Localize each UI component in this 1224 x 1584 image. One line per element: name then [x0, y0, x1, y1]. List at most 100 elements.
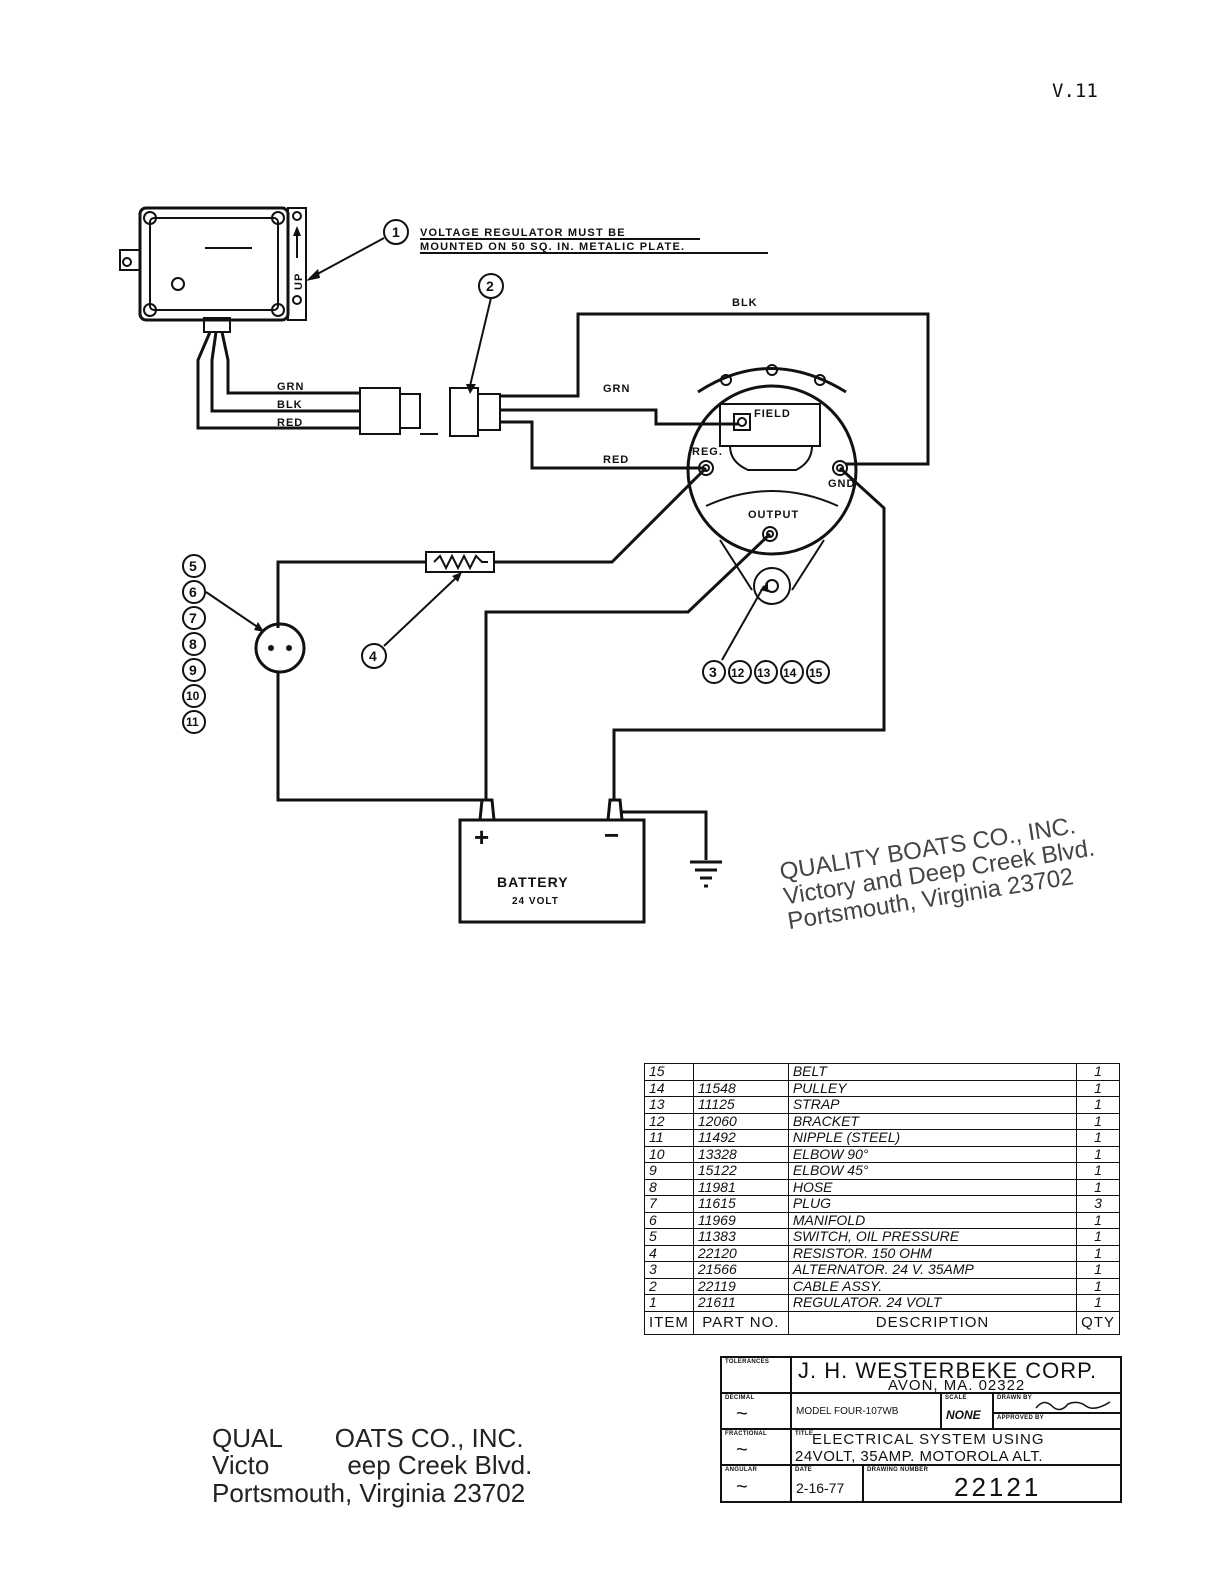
quantity: 1: [1076, 1079, 1120, 1097]
drawing-number-label: DRAWING NUMBER: [867, 1467, 929, 1473]
item-number: 13: [644, 1096, 694, 1114]
part-number: 11548: [692, 1079, 789, 1097]
wire-label-red-left: RED: [277, 417, 303, 429]
callout-13: 13: [757, 666, 771, 680]
battery-label: BATTERY: [497, 874, 569, 890]
fractional-label: FRACTIONAL: [725, 1431, 767, 1437]
stamp-lower-line3: Portsmouth, Virginia 23702: [212, 1477, 526, 1508]
title-block: TOLERANCES J. H. WESTERBEKE CORP. AVON, …: [720, 1356, 1122, 1503]
company-name: J. H. WESTERBEKE CORP.: [798, 1358, 1098, 1383]
item-number: 12: [644, 1112, 694, 1130]
wire-label-red-right: RED: [603, 454, 629, 466]
callout-4: [361, 643, 387, 669]
approved-by-label: APPROVED BY: [997, 1415, 1044, 1421]
battery: + − BATTERY 24 VOLT: [458, 798, 646, 924]
part-number: 11969: [692, 1211, 789, 1229]
part-number: 11383: [692, 1228, 789, 1246]
wire-label-grn-right: GRN: [603, 383, 630, 395]
part-number: 11492: [692, 1129, 789, 1147]
description: NIPPLE (STEEL): [787, 1129, 1078, 1147]
drawn-by-label: DRAWN BY: [997, 1395, 1033, 1401]
drawing-title-line1: ELECTRICAL SYSTEM USING: [812, 1431, 1045, 1448]
quantity: 1: [1076, 1228, 1120, 1246]
quantity: 1: [1076, 1261, 1120, 1279]
header-qty: QTY: [1076, 1310, 1120, 1335]
quantity: 1: [1076, 1211, 1120, 1229]
page-label: V.11: [1052, 80, 1098, 102]
description: ELBOW 90°: [787, 1145, 1078, 1163]
callout-2-number: 2: [486, 278, 494, 294]
angular-tilde: ~: [736, 1476, 748, 1498]
battery-plus: +: [474, 822, 489, 852]
callout-10: 10: [186, 689, 200, 703]
part-number: 11125: [692, 1096, 789, 1114]
stamp-lower-line1: QUAL OATS CO., INC.: [212, 1423, 524, 1453]
quantity: 1: [1076, 1162, 1120, 1180]
alternator-output-label: OUTPUT: [748, 509, 799, 521]
wire-label-grn-left: GRN: [277, 381, 304, 393]
wire-label-blk-top: BLK: [732, 297, 758, 309]
scale-value: NONE: [946, 1408, 981, 1422]
description: BELT: [787, 1063, 1078, 1081]
dealer-stamp-lower: QUAL OATS CO., INC. Victo eep Creek Blvd…: [212, 1423, 533, 1508]
cable-connector: [359, 387, 501, 437]
header-description: DESCRIPTION: [787, 1310, 1078, 1335]
part-number: 21611: [692, 1294, 789, 1312]
item-number: 6: [644, 1211, 694, 1229]
callout-8: 8: [189, 636, 197, 652]
part-number: 12060: [692, 1112, 789, 1130]
oil-pressure-switch: [254, 622, 306, 674]
fractional-tilde: ~: [736, 1439, 748, 1461]
part-number: 21566: [692, 1261, 789, 1279]
quantity: 1: [1076, 1178, 1120, 1196]
description: SWITCH, OIL PRESSURE: [787, 1228, 1078, 1246]
tolerances-label: TOLERANCES: [725, 1359, 770, 1365]
quantity: 1: [1076, 1063, 1120, 1081]
regulator-note-line1: VOLTAGE REGULATOR MUST BE: [420, 227, 626, 239]
part-number: 13328: [692, 1145, 789, 1163]
quantity: 1: [1076, 1145, 1120, 1163]
scale-label: SCALE: [945, 1395, 967, 1401]
regulator-note-line2: MOUNTED ON 50 SQ. IN. METALIC PLATE.: [420, 241, 685, 253]
callout-1: [383, 219, 409, 245]
quantity: 1: [1076, 1112, 1120, 1130]
description: ELBOW 45°: [787, 1162, 1078, 1180]
item-number: 1: [644, 1294, 694, 1312]
description: RESISTOR. 150 OHM: [787, 1244, 1078, 1262]
alternator: FIELD REG. GND OUTPUT: [686, 364, 858, 605]
item-number: 11: [644, 1129, 694, 1147]
item-number: 2: [644, 1277, 694, 1295]
description: CABLE ASSY.: [787, 1277, 1078, 1295]
angular-label: ANGULAR: [725, 1467, 758, 1473]
model-text: MODEL FOUR-107WB: [796, 1406, 899, 1417]
stamp-lower-line2: Victo eep Creek Blvd.: [212, 1450, 533, 1481]
callout-stack-left: 5 6 7 8 9 10 11: [182, 554, 206, 734]
part-number: 22120: [692, 1244, 789, 1262]
callout-14: 14: [783, 666, 797, 680]
callout-15: 15: [809, 666, 823, 680]
company-location: AVON, MA. 02322: [888, 1377, 1026, 1394]
callout-7: 7: [189, 610, 197, 626]
quantity: 1: [1076, 1294, 1120, 1312]
item-number: 14: [644, 1079, 694, 1097]
alternator-gnd-label: GND: [828, 478, 855, 490]
decimal-label: DECIMAL: [725, 1395, 755, 1401]
description: MANIFOLD: [787, 1211, 1078, 1229]
part-number: 11981: [692, 1178, 789, 1196]
alternator-field-label: FIELD: [754, 408, 791, 420]
date-label: DATE: [795, 1467, 813, 1473]
quantity: 3: [1076, 1195, 1120, 1213]
